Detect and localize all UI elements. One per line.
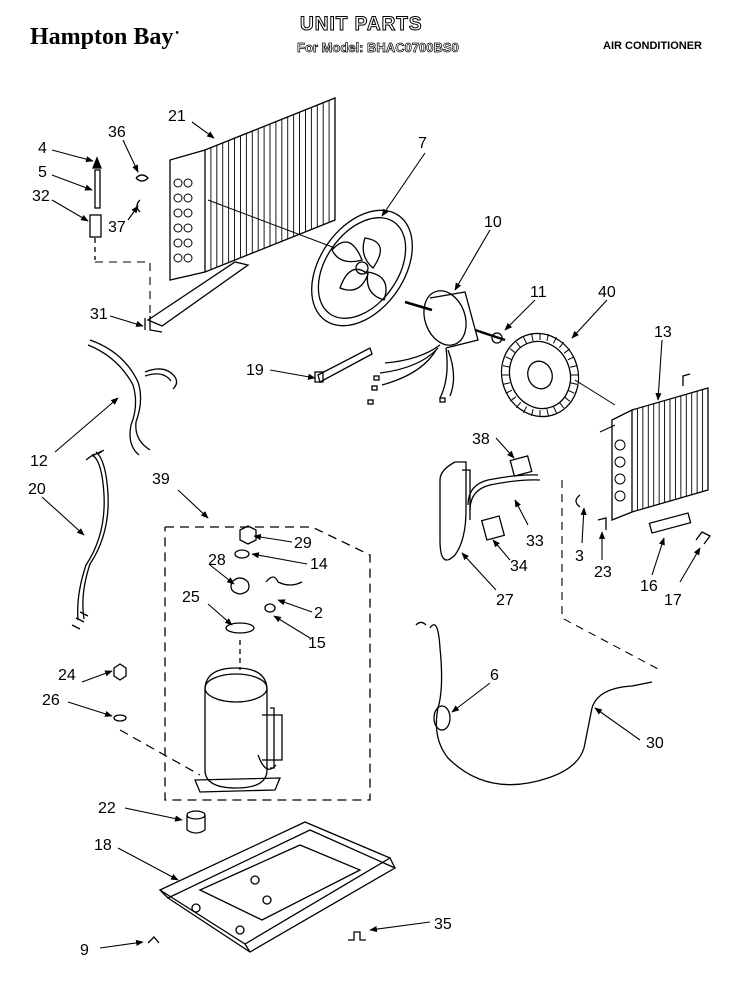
- callout-label: 30: [646, 735, 664, 752]
- condenser-coil: [169, 97, 336, 281]
- blower-blade: [558, 402, 565, 409]
- callout-label: 3: [575, 548, 584, 565]
- blower-blade: [563, 348, 571, 354]
- callout-label: 32: [32, 188, 50, 205]
- wire-harness: [71, 449, 109, 630]
- callout-label: 13: [654, 324, 672, 341]
- capillary-tube: [415, 621, 653, 786]
- callout-label: 9: [80, 942, 89, 959]
- callout-label: 40: [598, 284, 616, 301]
- blower-blade: [515, 341, 522, 348]
- callout-label: 39: [152, 471, 170, 488]
- callout-label: 27: [496, 592, 514, 609]
- condenser-fan-blade: [311, 209, 413, 327]
- callout-label: 29: [294, 535, 312, 552]
- screw: [147, 936, 160, 944]
- callout-label: 38: [472, 431, 490, 448]
- fan-motor: [367, 290, 506, 405]
- blower-blade: [570, 382, 578, 385]
- blower-blade: [505, 389, 513, 394]
- support-brace: [314, 347, 373, 383]
- blower-blade: [502, 365, 510, 368]
- blower-wheel: [500, 332, 580, 418]
- blower-blade: [505, 356, 513, 361]
- blower-blade: [563, 396, 571, 402]
- dashed-connector: [561, 480, 661, 671]
- product-category: AIR CONDITIONER: [603, 40, 702, 52]
- callout-label: 31: [90, 306, 108, 323]
- tube-assembly: [87, 339, 178, 456]
- blower-blade: [567, 356, 575, 361]
- callout-label: 10: [484, 214, 502, 231]
- callout-label: 26: [42, 692, 60, 709]
- page-title: UNIT PARTS: [300, 14, 423, 36]
- callout-label: 33: [526, 533, 544, 550]
- compressor-group: [164, 525, 371, 801]
- drain-tube-parts: [439, 455, 711, 561]
- blower-blade: [570, 365, 578, 368]
- grommet: [186, 810, 206, 834]
- callout-label: 34: [510, 558, 528, 575]
- callout-label: 22: [98, 800, 116, 817]
- blower-blade: [502, 382, 510, 385]
- blower-blade: [552, 336, 557, 344]
- callout-labels: 4 5 32 36 37 21 7 10 11 40 13 31 19 12 2…: [28, 108, 682, 959]
- callout-label: 18: [94, 837, 112, 854]
- callout-label: 35: [434, 916, 452, 933]
- blower-blade: [531, 409, 534, 417]
- callout-label: 6: [490, 667, 499, 684]
- blower-blade: [509, 396, 517, 402]
- callout-label: 12: [30, 453, 48, 470]
- sensor-assembly: [89, 156, 149, 260]
- callout-label: 19: [246, 362, 264, 379]
- base-pan: [158, 821, 397, 953]
- blower-blade: [515, 402, 522, 409]
- blower-blade: [546, 409, 549, 417]
- dashed-connector: [95, 261, 151, 318]
- blower-blade: [546, 333, 549, 341]
- evaporator-coil: [611, 373, 709, 521]
- callout-label: 21: [168, 108, 186, 125]
- callout-label: 37: [108, 219, 126, 236]
- mounting-nut: [113, 663, 127, 681]
- callout-label: 16: [640, 578, 658, 595]
- callout-label: 4: [38, 140, 47, 157]
- mounting-washer: [113, 714, 127, 722]
- callout-label: 25: [182, 589, 200, 606]
- blower-blade: [567, 389, 575, 394]
- callout-label: 15: [308, 635, 326, 652]
- condensate-channel: [144, 261, 250, 333]
- callout-label: 14: [310, 556, 328, 573]
- callout-label: 28: [208, 552, 226, 569]
- callout-leaders: [41, 121, 701, 949]
- clip: [348, 931, 366, 941]
- callout-label: 36: [108, 124, 126, 141]
- callout-label: 24: [58, 667, 76, 684]
- blower-blade: [509, 348, 517, 354]
- blower-blade: [552, 406, 557, 414]
- brand-mark: •: [175, 28, 179, 39]
- blower-blade: [558, 341, 565, 348]
- blower-blade: [531, 333, 534, 341]
- callout-label: 5: [38, 164, 47, 181]
- callout-label: 20: [28, 481, 46, 498]
- callout-label: 7: [418, 135, 427, 152]
- callout-label: 2: [314, 605, 323, 622]
- motor-nut: [491, 332, 503, 344]
- model-line: For Model: BHAC0700BS0: [297, 40, 460, 56]
- callout-label: 17: [664, 592, 682, 609]
- blower-blade: [523, 336, 528, 344]
- brand-name: Hampton Bay•: [30, 24, 179, 50]
- callout-label: 23: [594, 564, 612, 581]
- blower-blade: [523, 406, 528, 414]
- callout-label: 11: [530, 284, 547, 301]
